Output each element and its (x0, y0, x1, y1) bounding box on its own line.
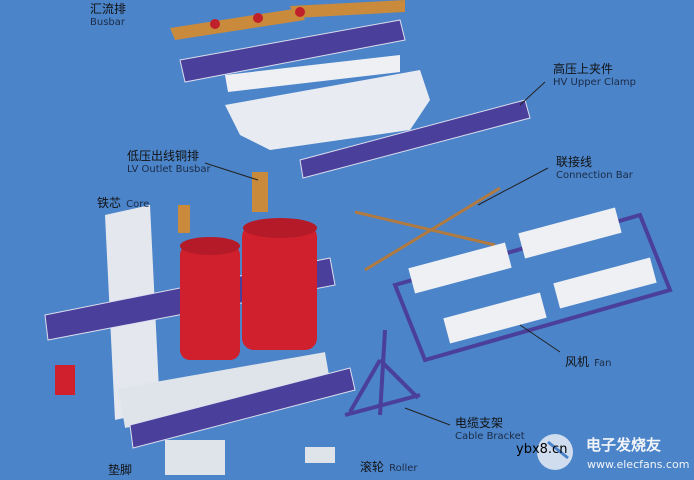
busbar-part (170, 0, 405, 40)
insulation-cover (225, 70, 430, 150)
leader-line (519, 324, 561, 353)
coil-part (178, 172, 317, 360)
watermark-ybx8: ybx8.cn (516, 442, 568, 457)
fan-part (392, 207, 673, 363)
leader-line (204, 162, 259, 181)
label-roller: 滚轮 Roller (360, 460, 418, 474)
roller-part (305, 447, 335, 463)
watermark-site: www.elecfans.com (587, 458, 690, 471)
label-fan: 风机 Fan (565, 355, 612, 369)
hv-upper-clamp-part (299, 99, 531, 179)
cable-bracket-part (344, 329, 421, 417)
label-pad: 垫脚 (108, 463, 133, 477)
leader-line (477, 167, 549, 206)
watermark-brand: 电子发烧友 (586, 436, 662, 454)
elecfans-logo-icon (537, 434, 573, 470)
lv-lower-clamp (129, 367, 356, 449)
connection-bar-part (354, 186, 501, 272)
small-parts (55, 365, 75, 395)
leader-line (519, 81, 546, 106)
hv-clamp-top (179, 19, 406, 83)
leader-line (404, 407, 451, 426)
pad-part (165, 440, 225, 475)
insulation-block (225, 55, 400, 92)
label-core: 铁芯 Core (97, 196, 150, 210)
